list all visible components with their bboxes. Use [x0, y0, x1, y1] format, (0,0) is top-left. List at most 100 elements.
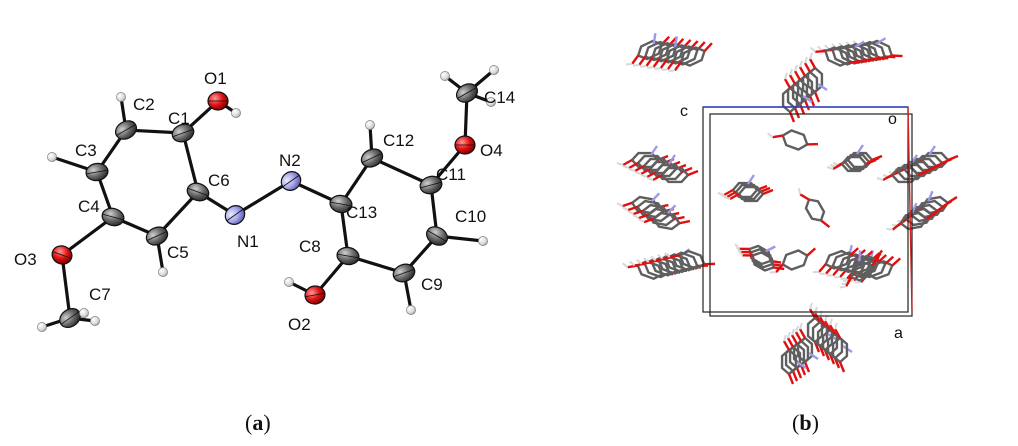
- oxygen-bond: [669, 254, 681, 259]
- axis-label-o: o: [888, 111, 897, 128]
- atom-label-n1: N1: [237, 232, 259, 251]
- hydrogen-bond: [804, 56, 808, 64]
- atom-label-c11: C11: [436, 165, 466, 184]
- nitrogen-bond: [927, 190, 934, 202]
- atom-axis-line: [187, 187, 209, 197]
- oxygen-bond: [815, 49, 826, 53]
- atom-axis-line: [457, 87, 477, 99]
- hydrogen-atom: [489, 65, 499, 75]
- oxygen-bond: [838, 361, 846, 373]
- hydrogen-bond: [833, 276, 841, 279]
- hydrogen-bond: [723, 196, 731, 200]
- hydrogen-bond: [657, 253, 664, 260]
- crystal-packing-panel: c o a: [616, 32, 959, 385]
- oxygen-bond: [645, 56, 654, 67]
- bond-line: [60, 253, 72, 320]
- atom-axis-line: [116, 124, 136, 136]
- hydrogen-bond: [767, 132, 774, 138]
- oxygen-bond: [808, 58, 817, 69]
- oxygen-bond: [790, 334, 799, 345]
- axis-label-a: a: [894, 325, 903, 342]
- ring: [643, 40, 671, 62]
- oxygen-bond: [652, 173, 663, 182]
- oxygen-bond: [762, 188, 774, 196]
- molecule-stack: [734, 243, 785, 272]
- oxygen-bond: [799, 364, 807, 376]
- atom-label-o2: O2: [288, 315, 311, 334]
- oxygen-bond: [729, 192, 740, 201]
- hydrogen-atom: [406, 305, 416, 315]
- nitrogen-bond: [650, 145, 658, 156]
- oxygen-bond: [891, 54, 903, 58]
- molecule-stack: [625, 32, 713, 73]
- packing-layer: [616, 32, 959, 385]
- oxygen-bond: [877, 254, 888, 264]
- oxygen-bond: [795, 367, 803, 379]
- atom-axis-line: [102, 213, 124, 221]
- atom-axis-line: [337, 253, 359, 259]
- molecule-stack: [616, 192, 691, 231]
- molecule-stack: [826, 144, 883, 173]
- nitrogen-bond: [856, 144, 864, 155]
- ring: [751, 251, 775, 272]
- hydrogen-bond: [839, 285, 847, 289]
- oxygen-bond: [848, 60, 860, 64]
- oxygen-bond: [794, 331, 803, 342]
- hydrogen-bond: [809, 52, 813, 60]
- hydrogen-bond: [640, 174, 648, 178]
- hydrogen-bond: [643, 257, 650, 263]
- oxygen-bond: [638, 213, 649, 220]
- ring: [781, 249, 809, 271]
- unit-cell-box: [702, 106, 913, 317]
- nitrogen-bond: [765, 245, 776, 253]
- oxygen-bond: [882, 173, 893, 182]
- nitrogen-bond: [652, 32, 657, 45]
- atom-label-c6: C6: [208, 171, 230, 190]
- oxygen-bond: [832, 162, 843, 171]
- atom-axis-line: [60, 311, 80, 325]
- hydrogen-bond: [632, 214, 640, 219]
- oxygen-bond: [632, 209, 644, 216]
- nitrogen-bond: [817, 83, 828, 91]
- hydrogen-bond: [634, 171, 642, 175]
- oxygen-bond: [772, 134, 783, 139]
- hydrogen-bond: [809, 302, 813, 310]
- oxygen-bond: [786, 337, 795, 348]
- hydrogen-bond: [769, 271, 777, 274]
- oxygen-bond: [803, 99, 811, 111]
- atom-axis-line: [330, 201, 352, 207]
- hydrogen-bond: [799, 60, 803, 68]
- hydrogen-bond: [627, 210, 634, 215]
- hydrogen-bond: [616, 162, 624, 166]
- hydrogen-bond: [737, 249, 744, 256]
- oxygen-bond: [917, 169, 929, 177]
- atom-label-c2: C2: [133, 95, 155, 114]
- nitrogen-bond: [854, 40, 865, 49]
- oxygen-bond: [646, 170, 657, 179]
- hydrogen-atom: [79, 308, 89, 318]
- molecule-stack: [839, 249, 883, 289]
- hydrogen-bond: [819, 272, 827, 275]
- oxygen-bond: [638, 55, 647, 66]
- molecule-stack: [717, 174, 774, 203]
- atom-layer: [37, 65, 499, 332]
- oxygen-bond: [634, 164, 645, 173]
- oxygen-bond: [783, 78, 792, 89]
- atom-label-c13: C13: [346, 203, 377, 222]
- atom-label-c3: C3: [75, 141, 97, 160]
- oxygen-bond: [798, 103, 806, 115]
- nitrogen-bond: [796, 361, 807, 369]
- oxygen-bond: [884, 255, 895, 265]
- bond-line: [233, 179, 293, 217]
- hydrogen-bond: [622, 165, 630, 169]
- hydrogen-bond: [826, 274, 834, 277]
- nitrogen-bond: [928, 145, 936, 156]
- atom-label-o3: O3: [14, 250, 37, 269]
- oxygen-bond: [628, 161, 639, 170]
- hydrogen-bond: [783, 334, 787, 342]
- oxygen-bond: [871, 256, 880, 267]
- oxygen-bond: [803, 361, 811, 373]
- oxygen-bond: [773, 266, 785, 271]
